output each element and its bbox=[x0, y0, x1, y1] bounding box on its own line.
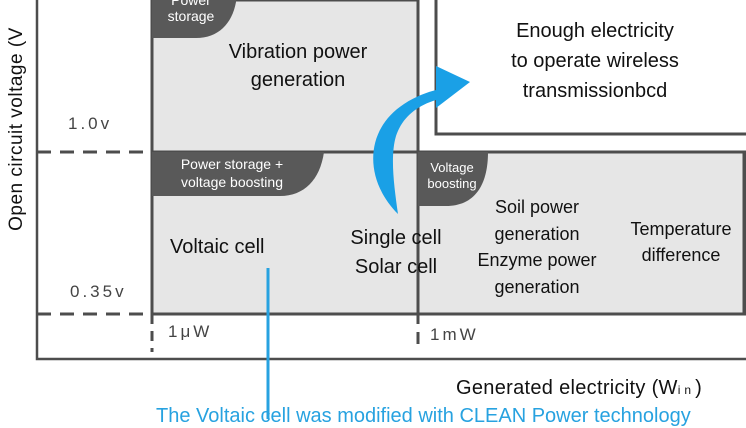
tab-storage-boost-line1: Power storage + bbox=[180, 156, 284, 172]
soil-enzyme-label: Soil power generation Enzyme power gener… bbox=[462, 194, 612, 300]
region-enough-electricity bbox=[434, 0, 746, 136]
single-cell-line2: Solar cell bbox=[354, 256, 438, 278]
diagram-canvas bbox=[35, 0, 746, 419]
tab-storage-boost-label: Power storage + voltage boosting bbox=[160, 155, 304, 191]
soil-line1: Soil power bbox=[494, 197, 580, 217]
voltaic-cell-label: Voltaic cell bbox=[170, 236, 265, 258]
tab-voltage-boosting-label: Voltage boosting bbox=[420, 160, 484, 192]
enough-line3: transmissionbcd bbox=[522, 80, 668, 102]
enough-line2: to operate wireless bbox=[511, 50, 679, 72]
x-axis-label-main: Generated electricity (W bbox=[456, 377, 678, 399]
temperature-line2: difference bbox=[641, 245, 721, 265]
tab-voltage-line1: Voltage bbox=[430, 160, 474, 175]
enzyme-line1: Enzyme power bbox=[477, 250, 597, 270]
tab-voltage-boosting bbox=[418, 152, 488, 206]
y-tick-035v: 0.35v bbox=[70, 282, 127, 301]
enzyme-line2: generation bbox=[494, 276, 580, 297]
annotation-text: The Voltaic cell was modified with CLEAN… bbox=[156, 405, 691, 427]
temperature-line1: Temperature bbox=[630, 219, 732, 239]
curved-arrow-icon bbox=[373, 66, 470, 214]
tab-storage-boost bbox=[152, 152, 324, 196]
enough-electricity-label: Enough electricity to operate wireless t… bbox=[478, 16, 712, 106]
single-cell-label: Single cell Solar cell bbox=[336, 224, 456, 282]
tab-power-storage-line1: Power bbox=[171, 0, 211, 8]
enough-line1: Enough electricity bbox=[516, 20, 674, 42]
axes-frame bbox=[35, 0, 746, 361]
vibration-label: Vibration power generation bbox=[228, 41, 368, 91]
temperature-label: Temperature difference bbox=[618, 216, 744, 268]
x-tick-1uw: 1μW bbox=[168, 322, 213, 341]
x-axis-label: Generated electricity (Win) bbox=[456, 377, 702, 400]
x-tick-1mw: 1mW bbox=[430, 325, 479, 344]
tab-voltage-line2: boosting bbox=[427, 176, 477, 191]
single-cell-line1: Single cell bbox=[350, 227, 442, 249]
tab-power-storage-label: Power storage bbox=[156, 0, 226, 24]
tab-power-storage bbox=[152, 0, 236, 38]
tab-power-storage-line2: storage bbox=[167, 8, 215, 24]
x-axis-label-sub: in bbox=[677, 383, 696, 397]
x-axis-label-close: ) bbox=[695, 377, 703, 399]
y-tick-1v: 1.0v bbox=[68, 114, 113, 133]
y-axis-label: Open circuit voltage (V bbox=[6, 27, 27, 231]
soil-line2: generation bbox=[494, 223, 580, 244]
tab-storage-boost-line2: voltage boosting bbox=[181, 174, 283, 190]
